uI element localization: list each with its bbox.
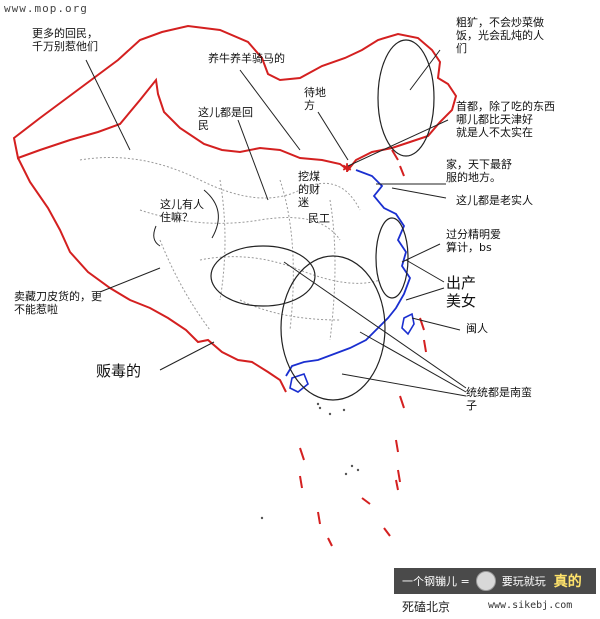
sea-border [299, 149, 427, 547]
annotation-ellipses [210, 39, 435, 401]
capital-star-icon: ✱ [342, 161, 352, 175]
label-capital: 首都，除了吃的东西 哪儿都比天津好 就是人不太实在 [456, 100, 555, 139]
label-home: 家，天下最舒 服的地方。 [446, 158, 512, 184]
label-tibet: 卖藏刀皮货的，更 不能惹啦 [14, 290, 102, 316]
national-border [12, 24, 458, 172]
label-hui: 更多的回民， 千万别惹他们 [32, 27, 98, 53]
ellipse-south [280, 255, 386, 401]
label-daifang: 待地 方 [304, 86, 326, 112]
label-coal: 挖煤 的财 迷 [298, 170, 320, 209]
coin-icon [475, 571, 496, 591]
western-border [17, 157, 287, 393]
label-honest: 这儿都是老实人 [456, 194, 533, 207]
ellipse-jiangnan [375, 217, 409, 299]
label-min: 闽人 [466, 322, 488, 335]
label-huimin: 这儿都是回 民 [198, 106, 253, 132]
brand-text-3: 真的 [553, 574, 582, 590]
brand-text-1: 一个钢镚儿 = [402, 575, 470, 588]
label-shrewd: 过分精明爱 算计，bs [446, 228, 501, 254]
label-anyone: 这儿有人 住嘛？ [160, 198, 204, 224]
ellipse-sichuan [210, 245, 316, 307]
label-south: 统统都是南蛮 子 [466, 386, 532, 412]
pointer-lines [85, 49, 467, 397]
south-sea-islands [260, 402, 360, 520]
island-hainan [289, 373, 309, 393]
ellipse-northeast [377, 39, 435, 157]
label-beauty: 出产 美女 [446, 274, 477, 310]
label-rough: 粗犷，不会炒菜做 饭，光会乱炖的人 们 [456, 16, 544, 55]
label-herding: 养牛养羊骑马的 [208, 52, 285, 65]
label-mingong: 民工 [308, 212, 330, 225]
watermark: www.mop.org [4, 2, 88, 15]
footer-url: www.sikebj.com [488, 600, 573, 611]
island-taiwan [401, 312, 415, 336]
brand-text-2: 要玩就玩 [501, 575, 546, 588]
label-drug: 贩毒的 [96, 362, 142, 380]
brand-banner: 一个钢镚儿 = 要玩就玩 真的 [394, 568, 596, 594]
footer-site-name: 死磕北京 [402, 600, 451, 614]
coast-line [285, 169, 412, 377]
province-borders [79, 157, 381, 341]
